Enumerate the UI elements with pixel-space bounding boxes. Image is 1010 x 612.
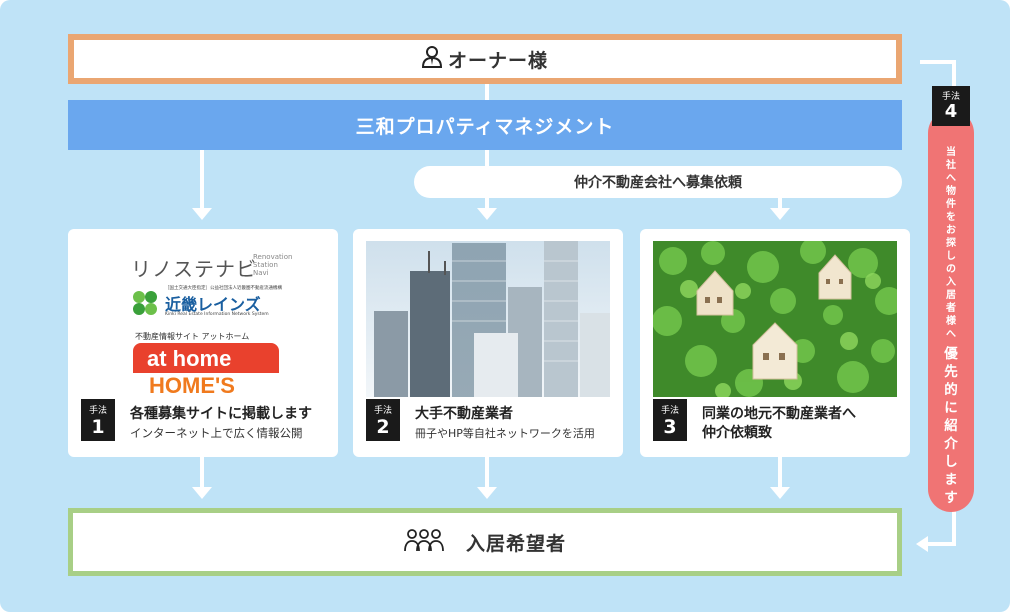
arrow-down-icon [770,487,790,499]
method-card-3: 手法 3 同業の地元不動産業者へ 仲介依頼致 [640,229,910,457]
arrow-down-icon [770,208,790,220]
arrow-line [200,150,204,208]
method-badge: 手法 2 [366,399,400,441]
arrow-line [778,457,782,487]
method-card-2: 手法 2 大手不動産業者 冊子やHP等自社ネットワークを活用 [353,229,623,457]
bracket-line [952,510,956,546]
person-icon [421,46,442,72]
arrow-line [485,198,489,208]
method4-pill [928,110,974,512]
company-bar: 三和プロパティマネジメント [68,100,902,150]
owner-box: オーナー様 [68,34,902,84]
bracket-line [952,60,956,88]
request-pill: 仲介不動産会社へ募集依頼 [414,166,902,198]
arrow-down-icon [192,208,212,220]
house-shape [696,270,734,316]
method-title: 大手不動産業者 [415,406,513,422]
athome-caption: 不動産情報サイト アットホーム [135,332,250,341]
arrow-line [485,457,489,487]
skyscraper-photo [366,241,610,397]
connector-line [485,84,489,100]
method-title: 同業の地元不動産業者へ 仲介依頼致 [702,406,856,441]
portal-logos: リノステナビ Renovation Station Navi ［国土交通大臣指定… [81,241,325,397]
method-sub: インターネット上で広く情報公開 [130,426,303,440]
kinki-reins-logo: ［国土交通大臣指定］公益社団法人近畿圏不動産流通機構 近畿レインズ Kinki … [129,285,289,321]
method-title: 各種募集サイトに掲載します [130,406,312,422]
method4-text-big: 優先的に紹介します [944,346,958,506]
arrow-left-icon [916,536,928,552]
clover-icon [133,291,157,315]
arrow-down-icon [477,208,497,220]
method-card-1: リノステナビ Renovation Station Navi ［国土交通大臣指定… [68,229,338,457]
bracket-line [928,542,956,546]
renostay-logo: リノステナビ Renovation Station Navi [131,253,293,281]
arrow-line [200,457,204,487]
group-icon [404,528,444,556]
company-label: 三和プロパティマネジメント [355,115,615,138]
method4-badge: 手法 4 [932,86,970,126]
method-badge: 手法 3 [653,399,687,441]
applicant-label: 入居希望者 [465,532,566,555]
method-sub: 冊子やHP等自社ネットワークを活用 [415,427,595,440]
method-badge: 手法 1 [81,399,115,441]
arrow-line [778,198,782,208]
arrow-down-icon [477,487,497,499]
method4-text-small: 当社へ物件をお探しの入居者様へ [946,147,956,340]
wooden-houses-photo [653,241,897,397]
connector-line [485,150,489,166]
bracket-line [920,60,956,64]
athome-logo: at home [133,343,279,373]
arrow-down-icon [192,487,212,499]
homes-logo: HOME'S [149,373,235,397]
applicant-box: 入居希望者 [68,508,902,576]
request-label: 仲介不動産会社へ募集依頼 [574,175,742,191]
method4-text: 当社へ物件をお探しの入居者様へ 優先的に紹介します [938,146,964,507]
owner-label: オーナー様 [447,49,548,72]
